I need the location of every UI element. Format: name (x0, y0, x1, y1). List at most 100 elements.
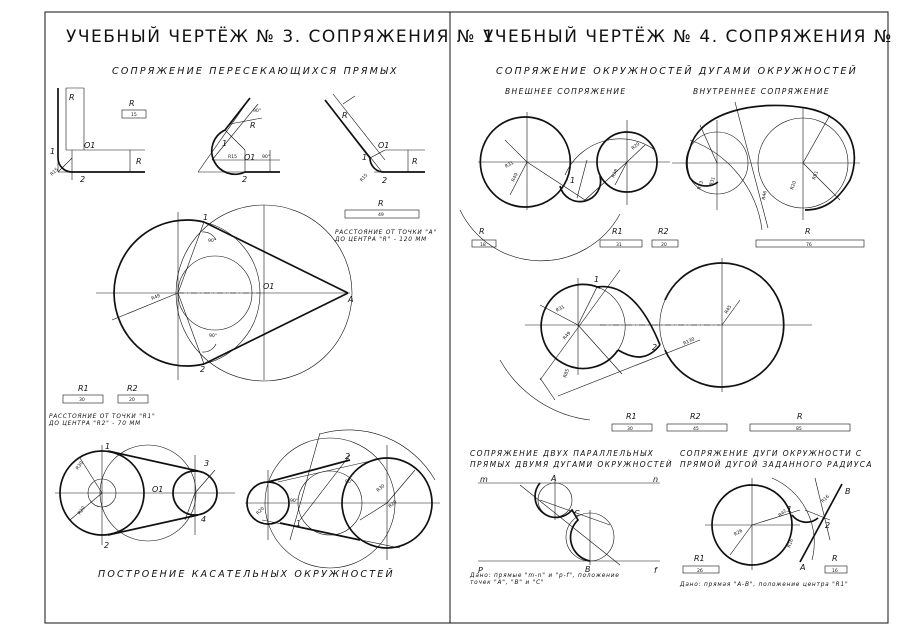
sheet4-sub-external: ВНЕШНЕЕ СОПРЯЖЕНИЕ (505, 87, 627, 96)
note-parallel-2: точек "A", "B" и "C" (470, 580, 544, 586)
fig1-label-o1: O1 (84, 141, 95, 150)
fig6-label-2: 2 (345, 452, 350, 461)
fig6-label-r20: R20 (255, 506, 266, 517)
box-r2-20: R2 20 (651, 227, 679, 248)
arc-label-r42: R42 (777, 508, 788, 518)
par-label-b: B (585, 565, 591, 574)
par-label-f: f (654, 566, 658, 575)
heading-parallel-1: СОПРЯЖЕНИЕ ДВУХ ПАРАЛЛЕЛЬНЫХ (470, 449, 654, 458)
arc-label-a: A (799, 563, 805, 572)
fig3-label-o1: O1 (378, 141, 389, 150)
heading-parallel-2: ПРЯМЫХ ДВУМЯ ДУГАМИ ОКРУЖНОСТЕЙ (470, 460, 673, 469)
sheet3-heading-tangent: ПОСТРОЕНИЕ КАСАТЕЛЬНЫХ ОКРУЖНОСТЕЙ (98, 568, 395, 580)
fig-arc-line-coupling: B A 1 2 R26 R42 R16 R16 (705, 477, 851, 572)
box-r2-45: R2 45 (666, 412, 728, 432)
fig1-label-r15: R15 (49, 167, 60, 178)
heading-arcline-1: СОПРЯЖЕНИЕ ДУГИ ОКРУЖНОСТИ С (680, 449, 863, 458)
arc-label-r16: R16 (820, 494, 831, 505)
box-r-49: R 49 РАССТОЯНИЕ ОТ ТОЧКИ "А" ДО ЦЕНТРА "… (334, 199, 437, 243)
s-label-r85: R85 (562, 368, 571, 379)
fig5-label-o1: O1 (152, 485, 163, 494)
box-r2-20-label: R2 (658, 227, 669, 236)
note-r1-1: РАССТОЯНИЕ ОТ ТОЧКИ "R1" (49, 414, 155, 420)
sheet4-sub-internal: ВНУТРЕННЕЕ СОПРЯЖЕНИЕ (693, 87, 830, 96)
box-r-15-value: 15 (131, 112, 137, 118)
fig-acute-angle: 1 O1 2 R 90° 90° R15 (197, 97, 280, 184)
box-r1-30-label: R1 (626, 412, 637, 421)
box-r1-30-value: 30 (627, 426, 633, 432)
fig-external-tangent-circles: 1 2 3 4 O1 R30 R20 (55, 442, 235, 550)
fig6-label-r30: R30 (375, 483, 386, 493)
fig-obtuse-angle: R R O1 1 2 R15 (324, 93, 425, 185)
fig6-label-90a: 90° (290, 498, 298, 504)
box-r2-20-value: 20 (129, 397, 135, 403)
fig1-label-r: R (69, 93, 75, 102)
fig-internal-tangent-circles: 2 1 90° 90° R20 R30 R20 (245, 429, 440, 569)
box-r1-31: R1 31 (599, 227, 643, 248)
fig2-label-90: 90° (253, 108, 261, 114)
box-r-15: R 15 (121, 99, 147, 119)
fig3-label-r15: R15 (359, 172, 369, 183)
arc-label-2: 2 (825, 521, 830, 530)
fig2-label-90b: 90° (262, 154, 270, 160)
s-label-r45: R45 (724, 304, 734, 315)
arc-label-r26: R26 (733, 528, 744, 538)
int-label-r23: R23 (696, 180, 705, 191)
sheet3-heading-lines: СОПРЯЖЕНИЕ ПЕРЕСЕКАЮЩИХСЯ ПРЯМЫХ (112, 66, 399, 77)
fig4-label-90b: 90° (209, 333, 217, 339)
fig2-label-r: R (250, 121, 256, 130)
box-r2-45-value: 45 (693, 426, 699, 432)
int-label-r31: R31 (708, 176, 717, 187)
fig-tangents-point-a: 1 2 O1 A 90° 90° R49 (96, 204, 353, 382)
fig4-label-2: 2 (200, 365, 205, 374)
fig4-label-r49: R49 (151, 293, 162, 302)
box-r-76: R 76 (755, 227, 865, 248)
note-point-a-1: РАССТОЯНИЕ ОТ ТОЧКИ "А" (335, 230, 437, 236)
box-r1-30: R1 30 (62, 384, 104, 404)
fig3-label-1: 1 (362, 153, 367, 162)
fig5-label-4: 4 (201, 515, 206, 524)
fig-external-coupling: R31 R49 R20 R38 1 (459, 112, 670, 262)
box-r2-20-value: 20 (661, 242, 667, 248)
fig6-label-90b: 90° (345, 479, 353, 485)
fig5-label-r30: R30 (75, 460, 85, 471)
box-r1-30-value: 30 (79, 397, 85, 403)
fig-internal-coupling: R31 R23 R46 R20 R51 (672, 101, 860, 231)
fig4-label-a: A (347, 295, 353, 304)
s-label-1: 1 (594, 275, 599, 284)
box-r1-26-value: 26 (697, 568, 703, 574)
int-label-r51: R51 (811, 170, 820, 181)
heading-arcline-2: ПРЯМОЙ ДУГОЙ ЗАДАННОГО РАДИУСА (680, 460, 873, 469)
ext-label-1: 1 (570, 176, 575, 185)
box-r1-30-label: R1 (78, 384, 89, 393)
box-r-76-label: R (805, 227, 811, 236)
box-r1-26: R1 26 (682, 554, 720, 574)
fig1-label-2: 2 (80, 175, 85, 184)
sheet4-title: УЧЕБНЫЙ ЧЕРТЁЖ № 4. СОПРЯЖЕНИЯ № 2 (483, 25, 900, 47)
box-r-18-label: R (479, 227, 485, 236)
fig-s-coupling: 1 2 R31 R49 R85 R130 R45 (499, 258, 812, 421)
par-label-m: m (480, 475, 488, 484)
ext-label-r20: R20 (630, 141, 641, 151)
sheet3-title: УЧЕБНЫЙ ЧЕРТЁЖ № 3. СОПРЯЖЕНИЯ № 1 (66, 25, 495, 47)
fig-right-angle: R R O1 1 2 R15 (49, 87, 145, 184)
sheet4-frame (449, 11, 889, 624)
box-r-85: R 85 (749, 412, 851, 432)
fig2-label-r15: R15 (228, 154, 237, 160)
fig6-label-1: 1 (296, 519, 301, 528)
fig3-label-r2: R (412, 157, 418, 166)
box-r1-31-label: R1 (612, 227, 623, 236)
arc-label-r16b: R16 (786, 538, 795, 549)
box-r-85-value: 85 (796, 426, 802, 432)
ext-label-r31: R31 (504, 160, 515, 170)
fig5-label-1: 1 (105, 442, 110, 451)
fig2-label-o1: O1 (244, 153, 255, 162)
fig5-label-2: 2 (104, 541, 109, 550)
fig4-label-1: 1 (203, 213, 208, 222)
arc-label-b: B (845, 487, 851, 496)
box-r1-31-value: 31 (616, 242, 622, 248)
fig-parallel-coupling: m n P f A B C (478, 474, 660, 575)
fig5-label-r20: R20 (77, 505, 87, 516)
